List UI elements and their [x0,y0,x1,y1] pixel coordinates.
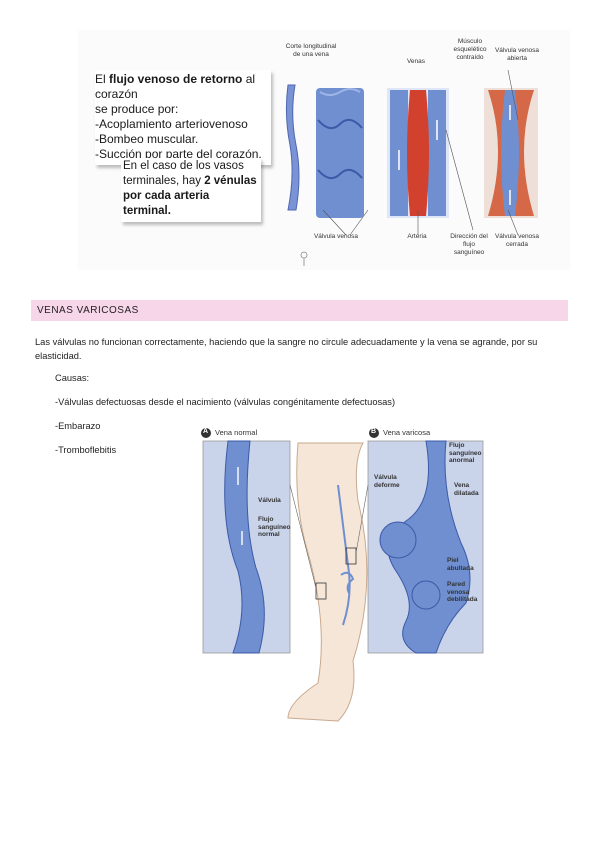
panel-b-badge: B [371,428,377,435]
label-direccion-flujo: Dirección del flujo sanguíneo [450,233,488,256]
section-header-bar [31,300,568,321]
body-paragraph: Las válvulas no funcionan correctamente,… [35,337,538,361]
panel-a-title: Vena normal [215,428,258,437]
section-title: VENAS VARICOSAS [37,305,139,316]
label-pared-debilitada: Pared venosa debilitada [447,581,478,603]
label-valvula-deforme: Válvula deforme [374,474,400,489]
callout-bold-text: 2 vénulas por cada arteria terminal. [123,175,257,217]
cause-item: -Embarazo [55,421,101,431]
callout-venous-return: El flujo venoso de retorno al corazón se… [95,70,271,165]
callout-item: -Bombeo muscular. [95,132,199,146]
cause-item: -Tromboflebitis [55,445,117,455]
label-venas: Venas [406,58,426,65]
callout-text: al corazón [95,72,256,101]
causes-heading: Causas: [55,373,90,383]
label-corte-longitudinal: Corte longitudinal de una vena [285,43,337,58]
venous-return-illustration [78,30,570,270]
callout-terminal-vessels: En el caso de los vasos terminales, hay … [121,158,261,222]
label-piel-abultada: Piel abultada [447,557,474,572]
label-flujo-anormal: Flujo sanguíneo anormal [449,442,482,464]
label-valvula: Válvula [258,497,281,504]
callout-bold-text: flujo venoso de retorno [109,72,243,86]
callout-line: se produce por: [95,102,179,116]
top-figure [78,30,570,270]
callout-item: -Acoplamiento arteriovenoso [95,117,248,131]
label-valvula-abierta: Válvula venosa abierta [494,47,540,62]
leg-veins-diagram [201,428,484,722]
label-flujo-normal: Flujo sanguíneo normal [258,516,291,538]
panel-a-badge: A [203,428,209,435]
label-valvula-cerrada: Válvula venosa cerrada [494,233,540,248]
label-musculo: Músculo esquelético contraído [453,38,487,61]
callout-text: En el caso de los vasos terminales, hay [123,160,244,187]
label-valvula-venosa: Válvula venosa [313,233,359,240]
panel-b-title: Vena varicosa [383,428,431,437]
label-vena-dilatada: Vena dilatada [454,482,479,497]
callout-text: El [95,72,110,86]
cause-item: -Válvulas defectuosas desde el nacimient… [55,397,396,407]
varicose-vein-illustration [198,425,488,725]
label-arteria: Arteria [407,233,427,240]
callout-heading: El flujo venoso de retorno al corazón [95,72,271,102]
callout-item: -Succión por parte del corazón. [95,147,262,161]
